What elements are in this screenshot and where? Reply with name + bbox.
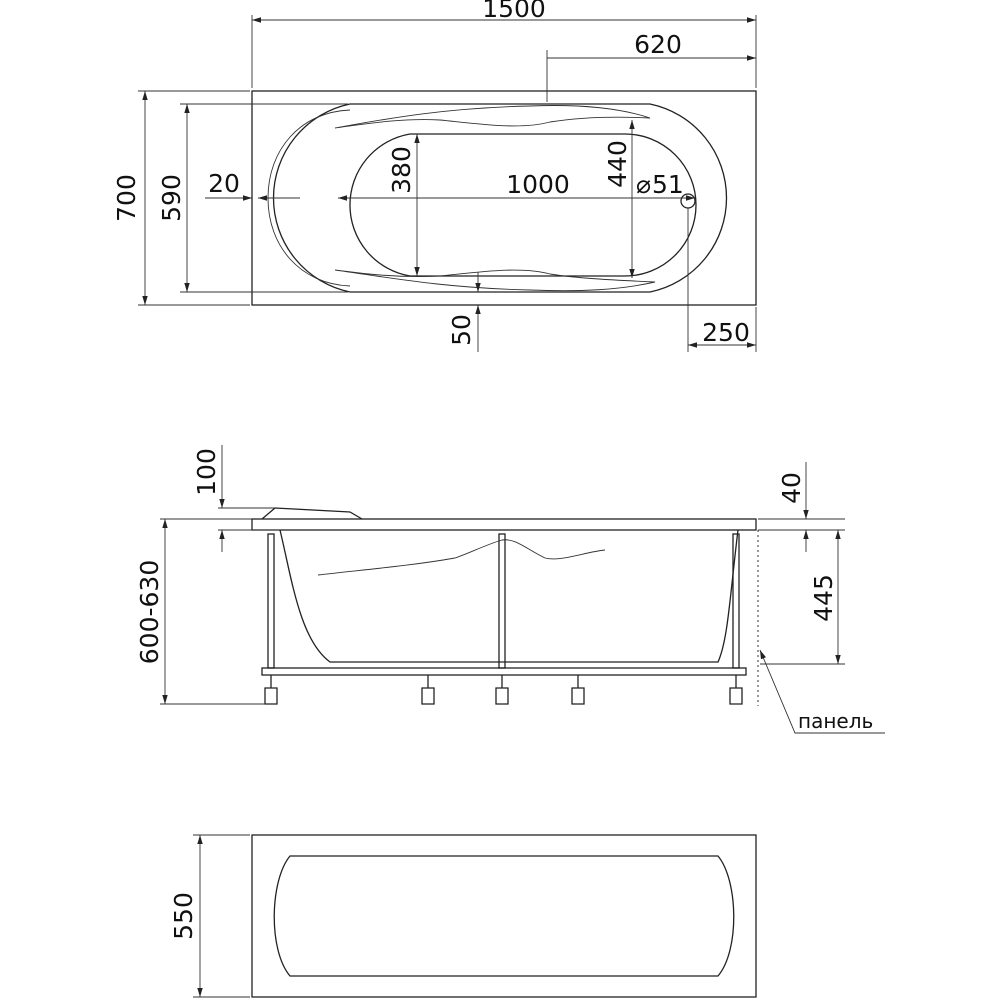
tub-bottom-oval <box>349 133 697 277</box>
dim-overall-width: 700 <box>112 174 141 222</box>
support-frame-base <box>261 667 747 676</box>
tub-rim-oval <box>272 103 728 293</box>
tub-basin-profile <box>279 529 739 663</box>
support-leg-middle <box>498 533 506 669</box>
panel-view: 550 <box>169 834 757 998</box>
dim-panel-height: 550 <box>169 892 198 940</box>
front-panel-inset <box>273 855 735 977</box>
support-feet <box>264 675 743 705</box>
dim-side-rim: 50 <box>447 314 476 346</box>
support-leg-left <box>267 533 275 669</box>
dim-inner-width: 590 <box>157 174 186 222</box>
support-leg-right <box>732 533 740 669</box>
dim-basin-width: 440 <box>603 140 632 188</box>
side-view: 100 40 600-630 445 панель <box>135 445 885 734</box>
dim-bottom-width: 380 <box>387 146 416 194</box>
dim-overall-length: 1500 <box>482 0 546 23</box>
dim-frame-height: 445 <box>809 574 838 622</box>
dim-headrest-height: 100 <box>192 448 221 496</box>
armrest-top-wave <box>334 105 651 129</box>
panel-label: панель <box>798 709 873 733</box>
panel-leader <box>759 649 885 734</box>
front-panel-outline <box>251 834 757 998</box>
dim-drain-diameter: 51 <box>652 170 684 199</box>
dim-drain-diameter-symbol: ⌀ <box>636 170 651 199</box>
dim-end-offset: 250 <box>702 318 750 347</box>
tub-rim-side <box>251 518 757 531</box>
dim-rim-thickness: 40 <box>777 472 806 504</box>
top-view: 1500 620 700 590 20 1000 380 440 ⌀ 51 <box>112 0 757 352</box>
dim-total-height: 600-630 <box>135 560 164 664</box>
dim-bottom-length: 1000 <box>506 170 570 199</box>
dim-rim-gap: 20 <box>208 169 240 198</box>
headrest <box>261 507 363 520</box>
armrest-bottom-wave <box>334 269 656 292</box>
dim-drain-offset: 620 <box>634 30 682 59</box>
tub-contour-line <box>317 539 606 576</box>
